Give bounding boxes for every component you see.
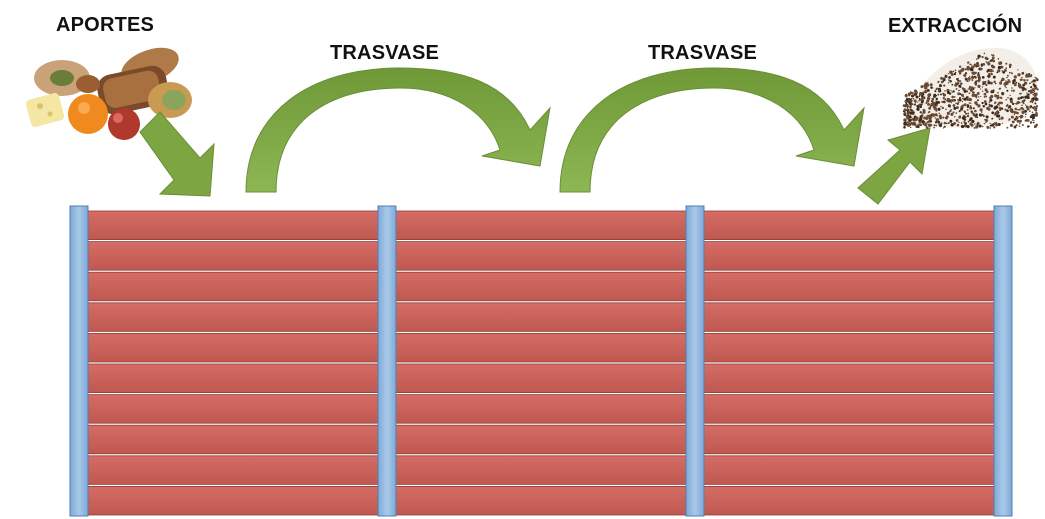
bin-2-slat-3: [393, 271, 689, 302]
bin-1-slat-2: [85, 241, 381, 271]
bin-3-slat-10: [701, 485, 997, 516]
bin-1-slat-3: [85, 271, 381, 302]
bin-2-slat-6: [393, 363, 689, 394]
bin-1-slat-6: [85, 363, 381, 394]
bin-2-slat-2: [393, 241, 689, 271]
bin-1-slat-5: [85, 332, 381, 363]
bin-1-slat-9: [85, 455, 381, 485]
bin-2-slat-5: [393, 332, 689, 363]
bin-3-slat-9: [701, 455, 997, 485]
transfer-arrow-1: [245, 67, 551, 193]
bin-1-slat-7: [85, 394, 381, 424]
output-arrow: [857, 127, 931, 205]
food-scraps-icon: [25, 47, 192, 140]
bin-posts: [69, 205, 1013, 517]
bin-3-slat-8: [701, 424, 997, 455]
bin-2-slat-7: [393, 394, 689, 424]
bin-post-3: [685, 205, 705, 517]
compost-pile-icon: [902, 47, 1039, 130]
bin-3-slat-5: [701, 332, 997, 363]
bin-2-slat-4: [393, 302, 689, 332]
bin-2-slat-8: [393, 424, 689, 455]
bin-3-slat-3: [701, 271, 997, 302]
bin-post-1: [69, 205, 89, 517]
bin-post-4: [993, 205, 1013, 517]
bin-3-slat-4: [701, 302, 997, 332]
bin-2-slat-10: [393, 485, 689, 516]
bin-2-slat-1: [393, 210, 689, 241]
bin-2-slat-9: [393, 455, 689, 485]
bin-1-slat-10: [85, 485, 381, 516]
bin-1-slat-1: [85, 210, 381, 241]
bin-1-slat-8: [85, 424, 381, 455]
bin-1-slat-4: [85, 302, 381, 332]
bin-3-slat-6: [701, 363, 997, 394]
transfer-arrow-2: [559, 67, 865, 193]
bin-3-slat-2: [701, 241, 997, 271]
input-arrow: [139, 111, 215, 197]
bin-post-2: [377, 205, 397, 517]
bin-3-slat-7: [701, 394, 997, 424]
bin-slats: [85, 210, 997, 516]
transfer-label-1: TRASVASE: [330, 42, 440, 64]
input-label: APORTES: [56, 14, 155, 36]
transfer-label-2: TRASVASE: [648, 42, 758, 64]
bin-3-slat-1: [701, 210, 997, 241]
output-label: EXTRACCIÓN: [888, 15, 1023, 37]
